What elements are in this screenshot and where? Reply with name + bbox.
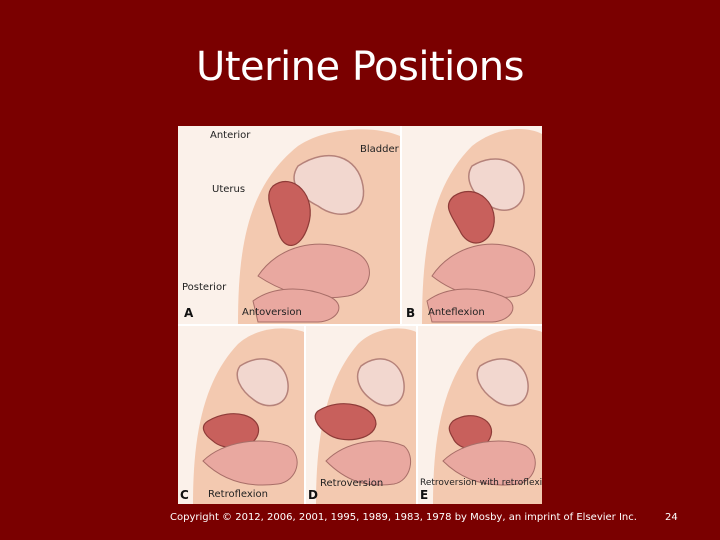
panel-b-letter: B	[406, 306, 416, 320]
panel-b: B Anteflexion	[402, 126, 542, 324]
panel-e: E Retroversion with retroflexion	[418, 326, 542, 504]
copyright-notice: Copyright © 2012, 2006, 2001, 1995, 1989…	[170, 512, 637, 523]
panel-c-caption: Retroflexion	[208, 489, 269, 500]
label-bladder: Bladder	[360, 144, 399, 155]
panel-a-letter: A	[184, 306, 194, 320]
panel-e-letter: E	[420, 488, 429, 502]
label-uterus: Uterus	[212, 184, 246, 195]
slide-title: Uterine Positions	[196, 44, 524, 90]
panel-d-caption: Retroversion	[320, 478, 384, 489]
label-anterior: Anterior	[210, 130, 251, 141]
panel-c-letter: C	[180, 488, 189, 502]
uterine-positions-figure: Anterior Bladder Uterus Posterior A Anto…	[178, 126, 542, 504]
panel-c-illustration	[178, 326, 304, 504]
label-posterior: Posterior	[182, 282, 227, 293]
panel-a-illustration	[178, 126, 400, 324]
page-number: 24	[665, 512, 678, 523]
panel-b-illustration	[402, 126, 542, 324]
panel-e-caption: Retroversion with retroflexion	[420, 478, 542, 488]
panel-e-illustration	[418, 326, 542, 504]
panel-d: D Retroversion	[306, 326, 416, 504]
panel-d-letter: D	[308, 488, 318, 502]
panel-d-illustration	[306, 326, 416, 504]
panel-a: Anterior Bladder Uterus Posterior A Anto…	[178, 126, 400, 324]
panel-a-caption: Antoversion	[242, 307, 302, 318]
panel-c: C Retroflexion	[178, 326, 304, 504]
panel-b-caption: Anteflexion	[428, 307, 485, 318]
